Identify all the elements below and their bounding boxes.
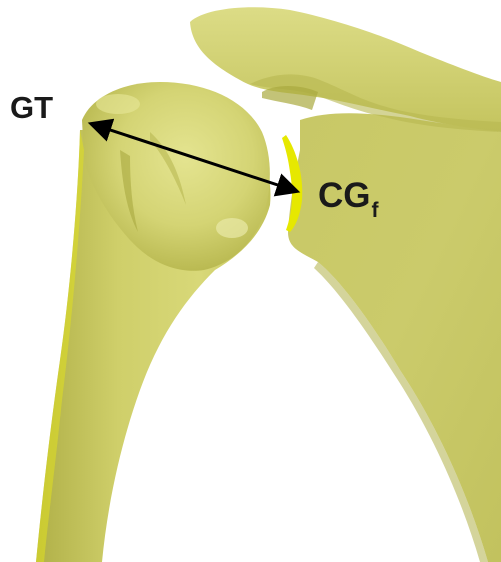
label-cgf: CGf bbox=[318, 178, 379, 213]
label-gt: GT bbox=[10, 92, 53, 123]
label-cgf-subscript: f bbox=[372, 199, 379, 222]
label-cgf-main: CG bbox=[318, 176, 371, 215]
